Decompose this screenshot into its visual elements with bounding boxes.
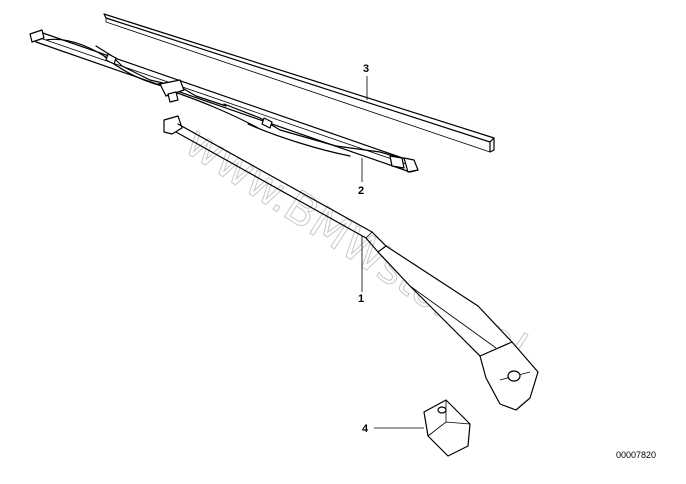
cover-cap (423, 399, 471, 457)
wiper-arm (163, 115, 539, 411)
wiper-blade (29, 29, 419, 173)
refill-rubber-strip (103, 13, 495, 153)
diagram-code: 00007820 (616, 450, 656, 460)
callout-1: 1 (358, 293, 364, 305)
callout-2: 2 (358, 185, 364, 197)
callout-3: 3 (363, 63, 369, 75)
callout-4: 4 (362, 423, 369, 435)
